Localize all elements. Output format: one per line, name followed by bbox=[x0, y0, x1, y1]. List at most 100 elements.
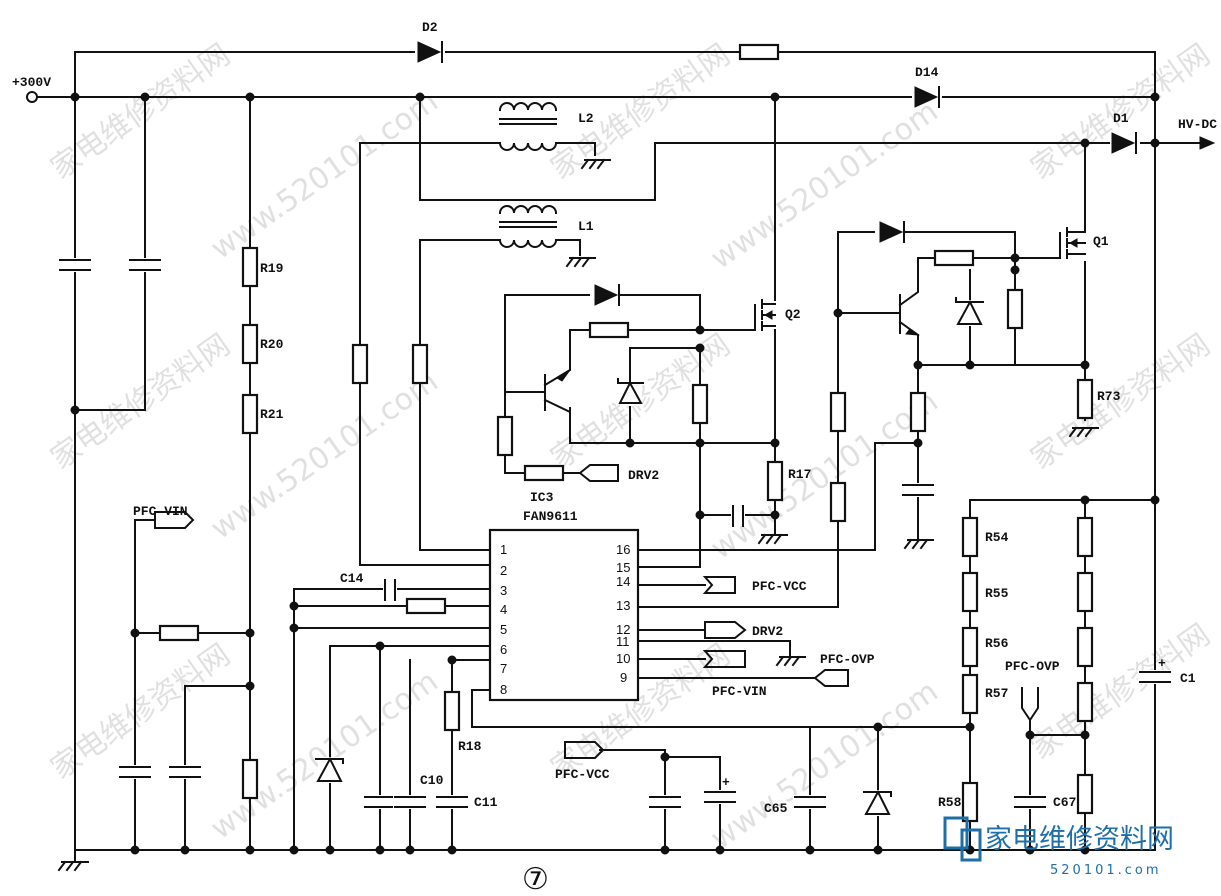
svg-text:8: 8 bbox=[500, 682, 507, 697]
svg-text:DRV2: DRV2 bbox=[752, 624, 783, 639]
svg-text:C11: C11 bbox=[474, 795, 498, 810]
svg-text:C1: C1 bbox=[1180, 671, 1196, 686]
mosfet-q1-label: Q1 bbox=[1093, 234, 1109, 249]
bjt-q1-driver bbox=[898, 279, 920, 337]
net-tags: DRV2 DRV2 PFC-VCC PFC-OVP PFC-VIN PFC-VI… bbox=[133, 464, 1060, 782]
svg-text:R56: R56 bbox=[985, 636, 1009, 651]
svg-text:PFC-VIN: PFC-VIN bbox=[712, 684, 767, 699]
diode-q2-driver bbox=[590, 284, 620, 306]
net-tag-pfc-vin-left: PFC-VIN bbox=[133, 504, 195, 529]
diode-d2: D2 bbox=[415, 20, 445, 63]
net-tag-pfc-ovp-right: PFC-OVP bbox=[813, 652, 875, 687]
logo-url: 520101.com bbox=[1050, 863, 1162, 878]
bjt-q2-driver bbox=[543, 329, 571, 444]
svg-text:PFC-OVP: PFC-OVP bbox=[1005, 659, 1060, 674]
watermark-cn: 家电维修资料网 bbox=[45, 37, 237, 186]
svg-text:7: 7 bbox=[500, 661, 507, 676]
diode-d1-label: D1 bbox=[1113, 111, 1129, 126]
watermark-cn: 家电维修资料网 bbox=[1025, 327, 1217, 476]
svg-text:10: 10 bbox=[616, 651, 630, 666]
capacitors: + + bbox=[58, 258, 1172, 809]
svg-text:R20: R20 bbox=[260, 337, 284, 352]
watermark-url: www.520101.com bbox=[205, 664, 445, 847]
svg-text:+: + bbox=[1158, 656, 1166, 671]
watermark-url: www.520101.com bbox=[705, 94, 945, 277]
ic-fan9611: IC3 FAN9611 1 2 3 4 5 6 7 8 16 15 14 13 … bbox=[488, 490, 640, 702]
mosfet-q1: Q1 bbox=[1059, 227, 1109, 259]
svg-text:R54: R54 bbox=[985, 530, 1009, 545]
svg-text:9: 9 bbox=[620, 670, 627, 685]
ic-part: FAN9611 bbox=[523, 509, 578, 524]
output-terminal: HV-DC bbox=[1178, 117, 1217, 150]
svg-text:1: 1 bbox=[500, 542, 507, 557]
svg-text:11: 11 bbox=[616, 634, 630, 649]
svg-text:C14: C14 bbox=[340, 571, 364, 586]
inductor-l2: L2 bbox=[498, 102, 596, 156]
svg-text:13: 13 bbox=[616, 598, 630, 613]
resistor-labels: R19 R20 R21 R17 R73 R18 R54 R55 R56 R57 … bbox=[260, 261, 1121, 810]
svg-text:PFC-VCC: PFC-VCC bbox=[752, 579, 807, 594]
net-tag-pfc-ovp-ic bbox=[702, 650, 746, 668]
watermark-cn: 家电维修资料网 bbox=[1025, 617, 1217, 766]
resistors bbox=[158, 43, 1094, 823]
net-tag-drv2-top: DRV2 bbox=[578, 464, 659, 483]
watermark-url: www.520101.com bbox=[705, 674, 945, 857]
svg-text:5: 5 bbox=[500, 622, 507, 637]
net-tag-pfc-vin-ic: PFC-VIN bbox=[712, 684, 767, 699]
mosfet-q2-label: Q2 bbox=[785, 307, 801, 322]
zener-diodes bbox=[315, 297, 984, 816]
svg-text:16: 16 bbox=[616, 542, 630, 557]
svg-text:C67: C67 bbox=[1053, 795, 1076, 810]
supply-terminal: +300V bbox=[12, 75, 51, 103]
svg-text:R17: R17 bbox=[788, 467, 811, 482]
logo-text: 家电维修资料网 bbox=[985, 824, 1174, 855]
svg-text:R55: R55 bbox=[985, 586, 1009, 601]
svg-text:R18: R18 bbox=[458, 739, 482, 754]
svg-text:R57: R57 bbox=[985, 686, 1008, 701]
diode-q1-driver bbox=[875, 221, 905, 243]
diode-d2-label: D2 bbox=[422, 20, 438, 35]
svg-text:6: 6 bbox=[500, 642, 507, 657]
inductor-l1-label: L1 bbox=[578, 219, 594, 234]
net-tag-drv2-ic: DRV2 bbox=[704, 621, 783, 639]
site-logo: 家电维修资料网 520101.com bbox=[943, 816, 1174, 878]
diode-d14-label: D14 bbox=[915, 65, 939, 80]
supply-label: +300V bbox=[12, 75, 51, 90]
net-tag-pfc-vcc-ic: PFC-VCC bbox=[702, 576, 807, 594]
ic-ref: IC3 bbox=[530, 490, 554, 505]
capacitor-labels: C14 C10 C11 C65 C67 C1 bbox=[340, 571, 1196, 816]
svg-text:14: 14 bbox=[616, 574, 630, 589]
watermark-url: www.520101.com bbox=[205, 364, 445, 547]
diode-d1: D1 bbox=[1110, 111, 1140, 154]
svg-text:12: 12 bbox=[616, 622, 630, 637]
svg-text:2: 2 bbox=[500, 563, 507, 578]
svg-text:3: 3 bbox=[500, 583, 507, 598]
svg-text:PFC-VIN: PFC-VIN bbox=[133, 504, 188, 519]
inductor-l2-label: L2 bbox=[578, 111, 594, 126]
svg-text:15: 15 bbox=[616, 560, 630, 575]
ground-symbols bbox=[57, 158, 1099, 872]
inductor-l1: L1 bbox=[498, 205, 594, 256]
svg-text:+: + bbox=[722, 775, 730, 790]
net-tag-pfc-ovp-divider: PFC-OVP bbox=[1005, 659, 1060, 722]
mosfet-q2: Q2 bbox=[754, 299, 801, 331]
junctions bbox=[70, 92, 1160, 855]
svg-text:DRV2: DRV2 bbox=[628, 468, 659, 483]
watermark-cn: 家电维修资料网 bbox=[545, 37, 737, 186]
svg-text:R19: R19 bbox=[260, 261, 284, 276]
svg-text:4: 4 bbox=[500, 602, 507, 617]
watermark-cn: 家电维修资料网 bbox=[45, 637, 237, 786]
svg-text:R21: R21 bbox=[260, 407, 284, 422]
svg-text:R58: R58 bbox=[938, 795, 962, 810]
svg-text:R73: R73 bbox=[1097, 389, 1121, 404]
output-label: HV-DC bbox=[1178, 117, 1217, 132]
watermark-url: www.520101.com bbox=[205, 84, 445, 267]
svg-text:PFC-OVP: PFC-OVP bbox=[820, 652, 875, 667]
net-tag-pfc-vcc-bottom: PFC-VCC bbox=[555, 741, 610, 782]
watermark-cn: 家电维修资料网 bbox=[45, 327, 237, 476]
svg-text:PFC-VCC: PFC-VCC bbox=[555, 767, 610, 782]
svg-text:C10: C10 bbox=[420, 773, 444, 788]
figure-number: ⑦ bbox=[522, 862, 549, 896]
svg-text:C65: C65 bbox=[764, 801, 788, 816]
